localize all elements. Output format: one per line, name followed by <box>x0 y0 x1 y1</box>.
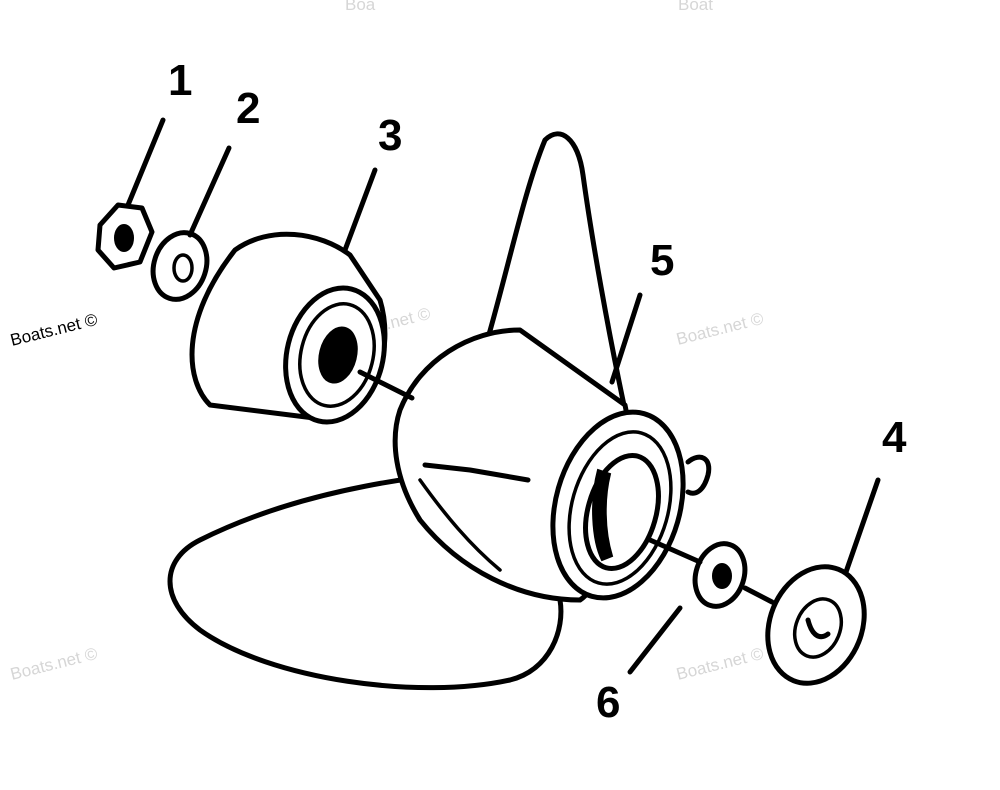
watermark-left: Boats.net © <box>8 310 99 350</box>
leader-line-1 <box>125 117 166 208</box>
cap-shaft-line <box>742 585 775 605</box>
part-1-nut <box>95 202 155 271</box>
spacer-face-ring <box>298 302 376 408</box>
callout-3: 3 <box>378 111 402 160</box>
leader-line-2 <box>187 145 232 238</box>
washer-6-shaft-line <box>647 537 703 565</box>
cap-body <box>765 564 867 686</box>
part-6-washer <box>647 537 748 609</box>
leader-line-5 <box>609 292 643 385</box>
propeller-bore-shadow <box>592 468 614 562</box>
callout-5: 5 <box>650 236 674 285</box>
leader-lines <box>125 117 881 675</box>
part-3-spacer <box>189 231 415 425</box>
watermark-top-a: Boa <box>345 0 376 14</box>
washer-2-hole <box>172 253 194 283</box>
cap-inner <box>792 597 844 659</box>
spacer-shaft-line <box>357 369 415 401</box>
leader-line-6 <box>627 605 683 675</box>
callouts: 1 2 3 4 5 6 <box>168 56 907 727</box>
callout-2: 2 <box>236 84 260 133</box>
washer-6-hole <box>712 563 732 589</box>
cap-groove <box>805 617 831 640</box>
watermark-bottom-left: Boats.net © <box>8 644 99 684</box>
leader-line-4 <box>843 477 881 575</box>
propeller <box>167 131 712 691</box>
watermark-right: Boats.net © <box>674 309 765 349</box>
callout-6: 6 <box>596 678 620 727</box>
propeller-blade-root-stroke <box>422 462 531 483</box>
propeller-rear-face <box>550 409 686 601</box>
propeller-blade-crease <box>418 478 502 572</box>
nut-hole <box>114 224 134 252</box>
watermark-bottom-right: Boats.net © <box>674 644 765 684</box>
propeller-rear-face-ring <box>567 430 673 586</box>
propeller-hub-tab <box>685 454 712 496</box>
spacer-bore <box>318 326 358 384</box>
callout-1: 1 <box>168 56 192 105</box>
leader-line-3 <box>342 167 378 253</box>
part-4-cap <box>742 564 867 686</box>
watermark-top-b: Boat <box>678 0 713 14</box>
callout-4: 4 <box>882 413 907 462</box>
propeller-rear-face-inner <box>583 452 661 572</box>
